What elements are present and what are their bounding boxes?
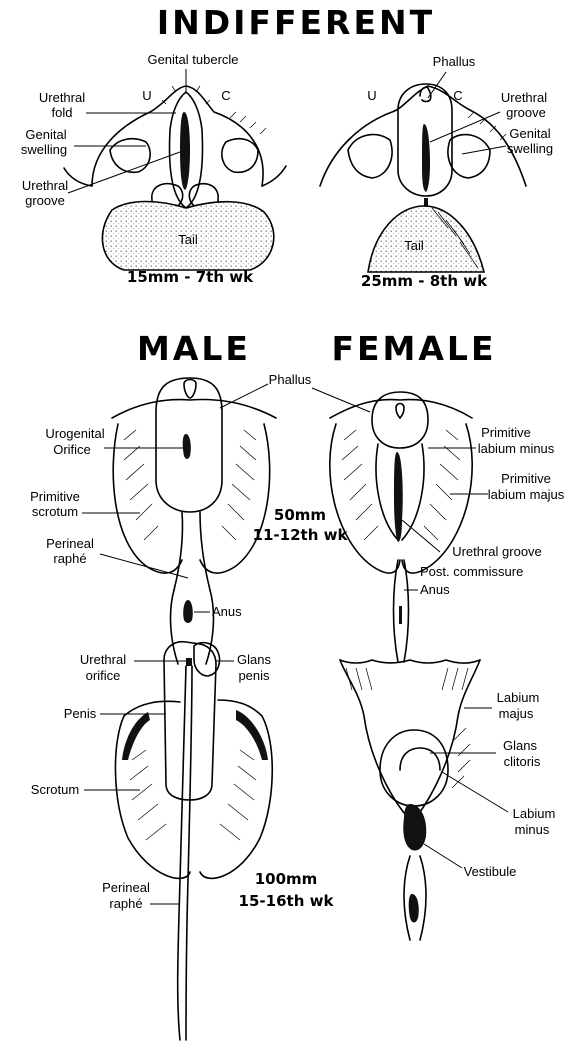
panel-female-50mm: Primitive labium minus Primitive labium … — [330, 392, 565, 662]
drawing-female-50mm — [330, 392, 472, 662]
label-urethral-groove-late-1: Urethral — [501, 90, 547, 105]
label-genital-swelling-2: swelling — [21, 142, 67, 157]
label-genital-swelling-late-1: Genital — [509, 126, 550, 141]
label-primitive-labium-minus-2: labium minus — [478, 441, 555, 456]
panel-male-100mm: Urethral orifice Glans penis Penis Scrot… — [31, 642, 272, 1040]
label-urethral-orifice-2: orifice — [86, 668, 121, 683]
label-urethral-fold-2: fold — [52, 105, 73, 120]
label-urethral-fold-1: Urethral — [39, 90, 85, 105]
label-c-early: C — [221, 88, 230, 103]
label-genital-tubercle: Genital tubercle — [147, 52, 238, 67]
label-labium-majus-1: Labium — [497, 690, 540, 705]
label-urethral-groove-mid: Urethral groove — [452, 544, 542, 559]
drawing-female-100mm — [340, 660, 480, 940]
label-labium-minus-2: minus — [515, 822, 550, 837]
label-perineal-raphe-late-2: raphé — [109, 896, 142, 911]
panel-female-100mm: Labium majus Glans clitoris Labium minus… — [340, 660, 555, 940]
label-primitive-labium-minus-1: Primitive — [481, 425, 531, 440]
label-perineal-raphe-mid-2: raphé — [53, 551, 86, 566]
label-primitive-scrotum-2: scrotum — [32, 504, 78, 519]
panel-indifferent-15mm: Genital tubercle Urethral fold Genital s… — [21, 52, 286, 286]
label-penis: Penis — [64, 706, 97, 721]
label-urethral-groove-1: Urethral — [22, 178, 68, 193]
label-glans-clitoris-2: clitoris — [504, 754, 541, 769]
drawing-male-100mm — [115, 642, 272, 1040]
label-perineal-raphe-late-1: Perineal — [102, 880, 150, 895]
label-anus-male: Anus — [212, 604, 242, 619]
label-glans-clitoris-1: Glans — [503, 738, 537, 753]
stage-100mm-1: 100mm — [255, 870, 318, 888]
label-urogenital-orifice-1: Urogenital — [45, 426, 104, 441]
label-perineal-raphe-mid-1: Perineal — [46, 536, 94, 551]
drawing-indifferent-15mm — [64, 86, 286, 270]
label-tail-late: Tail — [404, 238, 424, 253]
label-vestibule: Vestibule — [464, 864, 517, 879]
panel-indifferent-25mm: Phallus U C Urethral groove Genital swel… — [320, 54, 553, 290]
label-urethral-orifice-1: Urethral — [80, 652, 126, 667]
label-urethral-groove-2: groove — [25, 193, 65, 208]
stage-25mm: 25mm - 8th wk — [361, 272, 488, 290]
label-c-late: C — [453, 88, 462, 103]
label-tail-early: Tail — [178, 232, 198, 247]
label-primitive-labium-majus-1: Primitive — [501, 471, 551, 486]
label-phallus-indifferent: Phallus — [433, 54, 476, 69]
heading-indifferent: INDIFFERENT — [157, 3, 435, 42]
stage-50mm-1: 50mm — [274, 506, 326, 524]
label-post-commissure: Post. commissure — [420, 564, 523, 579]
label-labium-majus-2: majus — [499, 706, 534, 721]
label-primitive-scrotum-1: Primitive — [30, 489, 80, 504]
label-phallus-mid: Phallus — [269, 372, 312, 387]
stage-100mm-2: 15-16th wk — [239, 892, 335, 910]
label-genital-swelling-late-2: swelling — [507, 141, 553, 156]
label-u-early: U — [142, 88, 151, 103]
label-genital-swelling-1: Genital — [25, 127, 66, 142]
stage-15mm: 15mm - 7th wk — [127, 268, 254, 286]
label-labium-minus-1: Labium — [513, 806, 556, 821]
heading-male: MALE — [137, 329, 251, 368]
stage-50mm-2: 11-12th wk — [253, 526, 349, 544]
label-urethral-groove-late-2: groove — [506, 105, 546, 120]
label-primitive-labium-majus-2: labium majus — [488, 487, 565, 502]
label-glans-penis-2: penis — [238, 668, 270, 683]
label-anus-female: Anus — [420, 582, 450, 597]
label-glans-penis-1: Glans — [237, 652, 271, 667]
drawing-male-50mm — [112, 378, 276, 664]
label-scrotum: Scrotum — [31, 782, 79, 797]
label-u-late: U — [367, 88, 376, 103]
heading-female: FEMALE — [331, 329, 496, 368]
label-urogenital-orifice-2: Orifice — [53, 442, 91, 457]
